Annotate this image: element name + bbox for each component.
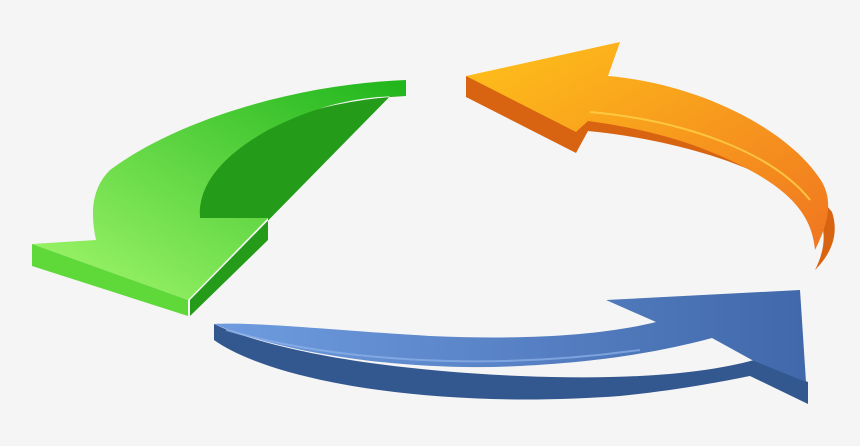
blue-arrow-body [214, 290, 806, 382]
green-arrow-body [32, 80, 406, 300]
blue-arrow-highlight [225, 329, 641, 363]
curved-arrow-left-icon [466, 42, 835, 270]
curved-arrow-right-icon [214, 290, 808, 404]
blue-arrow-edge [214, 324, 808, 404]
curved-arrow-down-left-icon [32, 80, 406, 316]
orange-arrow-body [466, 42, 829, 250]
orange-arrow-edge [466, 76, 835, 270]
green-arrow-bottom-face [32, 244, 188, 316]
orange-arrow-highlight [589, 111, 811, 201]
